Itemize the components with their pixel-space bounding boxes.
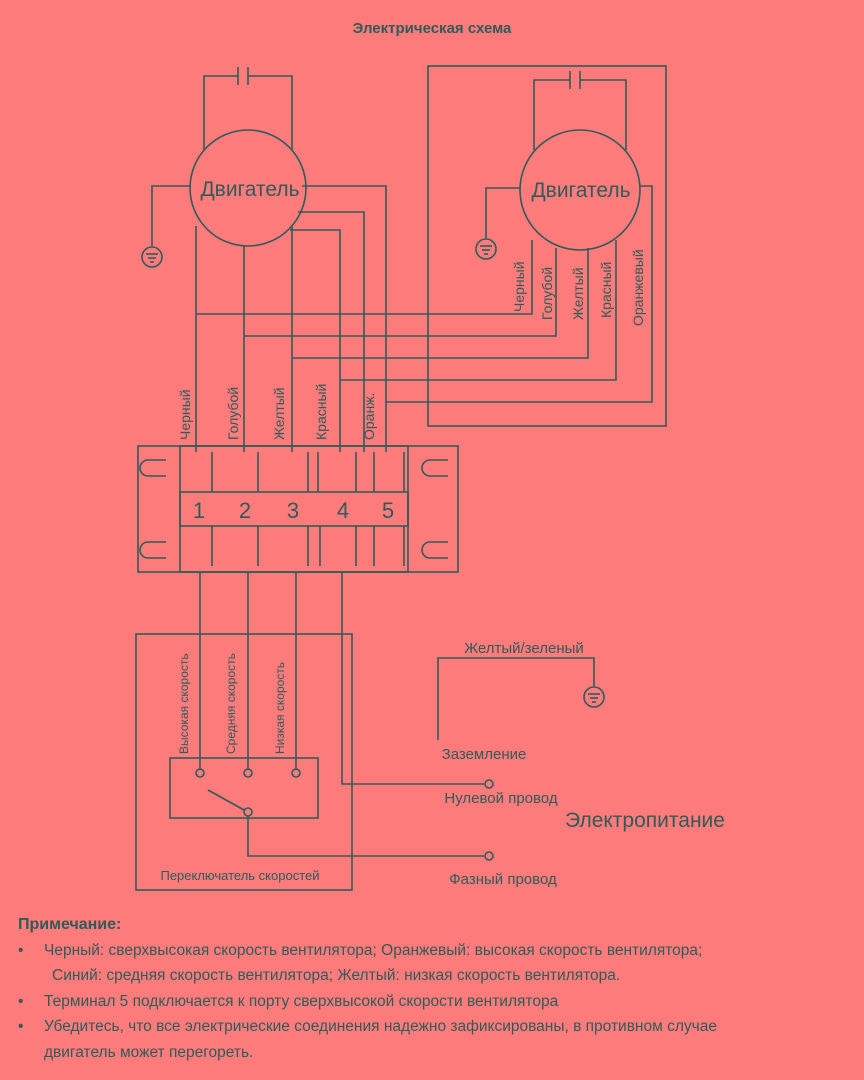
right-wire-label-orange: Оранжевый xyxy=(630,249,646,326)
power-section: Желтый/зеленый Заземление Нулевой провод… xyxy=(437,640,725,888)
note-item: • Терминал 5 подключается к порту сверхв… xyxy=(18,989,854,1015)
phase-terminal-icon xyxy=(484,851,494,861)
ground-wire xyxy=(437,657,595,740)
terminal-number: 2 xyxy=(239,498,251,523)
terminal-wire-labels: Черный Голубой Желтый Красный Оранж. xyxy=(177,384,377,440)
switch-contact-icon xyxy=(243,768,253,778)
bullet-icon: • xyxy=(18,992,24,1010)
terminal-number: 5 xyxy=(382,498,394,523)
speed-label-low: Низкая скорость xyxy=(273,662,287,754)
terminal-wire-label-orange: Оранж. xyxy=(361,393,377,440)
terminal-number: 1 xyxy=(193,498,205,523)
speed-switch-label: Переключатель скоростей xyxy=(160,868,319,883)
diagram-title: Электрическая схема xyxy=(352,20,512,37)
right-motor-circle xyxy=(519,129,641,251)
right-motor: Двигатель Черный Голубой Желтый Красный … xyxy=(196,65,667,427)
note-text: Убедитесь, что все электрические соедине… xyxy=(44,1018,717,1035)
terminal-number: 3 xyxy=(287,498,299,523)
power-ground-icon xyxy=(583,686,605,708)
switch-lever-icon xyxy=(207,789,245,811)
terminal-wire-label-red: Красный xyxy=(313,384,329,440)
right-wire-label-red: Красный xyxy=(598,262,614,318)
right-wire-label-black: Черный xyxy=(511,261,527,312)
switch-contact-icon xyxy=(195,768,205,778)
speed-label-high: Высокая скорость xyxy=(177,653,191,754)
terminal-dividers xyxy=(211,452,405,566)
terminal-wire-label-blue: Голубой xyxy=(225,387,241,440)
speed-switch: Высокая скорость Средняя скорость Низкая… xyxy=(135,572,484,891)
right-wire-blue xyxy=(244,248,557,337)
note-continuation: двигатель может перегореть. xyxy=(44,1043,254,1061)
right-wire-label-blue: Голубой xyxy=(539,267,555,320)
terminal-block: 1 2 3 4 5 xyxy=(137,445,459,573)
speed-selector-box xyxy=(169,757,319,819)
right-wire-yellow xyxy=(292,248,589,359)
bullet-icon: • xyxy=(18,941,24,959)
right-wire-black xyxy=(196,240,533,315)
left-motor: Двигатель xyxy=(141,67,387,452)
speed-switch-frame xyxy=(135,633,353,891)
mount-slot-icon xyxy=(139,541,166,559)
right-motor-frame xyxy=(427,65,667,427)
left-ground-icon xyxy=(141,246,163,268)
switch-contact-icon xyxy=(243,807,253,817)
right-wire-orange xyxy=(386,185,653,403)
mount-slot-icon xyxy=(421,541,448,559)
power-supply-title: Электропитание xyxy=(565,809,725,832)
right-wire-label-yellow: Желтый xyxy=(570,267,586,320)
note-continuation: Синий: средняя скорость вентилятора; Жел… xyxy=(52,967,621,984)
notes-title: Примечание: xyxy=(18,916,122,933)
mount-slot-icon xyxy=(421,459,448,477)
neutral-label: Нулевой провод xyxy=(444,790,557,807)
neutral-wire xyxy=(341,572,484,785)
note-text: Терминал 5 подключается к порту сверхвыс… xyxy=(44,992,559,1010)
terminal-number-strip xyxy=(179,491,409,527)
right-ground-lead xyxy=(485,187,520,238)
right-ground-icon xyxy=(475,238,497,260)
right-wire-red xyxy=(340,240,617,381)
ground-label: Заземление xyxy=(442,746,527,763)
mount-slot-icon xyxy=(139,459,166,477)
right-motor-label: Двигатель xyxy=(531,179,630,202)
note-text: Черный: сверхвысокая скорость вентилятор… xyxy=(44,941,703,959)
neutral-terminal-icon xyxy=(484,779,494,789)
left-motor-circle xyxy=(189,129,307,247)
left-motor-label: Двигатель xyxy=(200,178,299,201)
phase-label: Фазный провод xyxy=(449,871,557,888)
left-ground-lead xyxy=(151,185,190,246)
terminal-dividers xyxy=(317,452,375,566)
ground-wire-label: Желтый/зеленый xyxy=(464,640,584,657)
notes-section: Примечание: • Черный: сверхвысокая скоро… xyxy=(18,912,854,1065)
switch-contact-icon xyxy=(291,768,301,778)
terminal-wire-label-yellow: Желтый xyxy=(271,387,287,440)
left-capacitor-icon xyxy=(203,67,293,150)
terminal-number: 4 xyxy=(337,498,349,523)
left-wire-orange xyxy=(302,185,387,452)
phase-wire xyxy=(247,816,484,857)
right-capacitor-icon xyxy=(533,71,627,150)
note-item: • Черный: сверхвысокая скорость вентилят… xyxy=(18,938,854,964)
bullet-icon: • xyxy=(18,1018,24,1035)
left-wire-red-run xyxy=(298,211,365,452)
left-wire-red xyxy=(290,229,341,452)
terminal-wire-label-black: Черный xyxy=(177,389,193,440)
speed-switch-wires xyxy=(199,572,297,770)
speed-label-medium: Средняя скорость xyxy=(224,653,238,754)
wiring-diagram: Двигатель Двигатель xyxy=(135,65,725,891)
note-item: • Убедитесь, что все электрические соеди… xyxy=(18,1014,854,1040)
